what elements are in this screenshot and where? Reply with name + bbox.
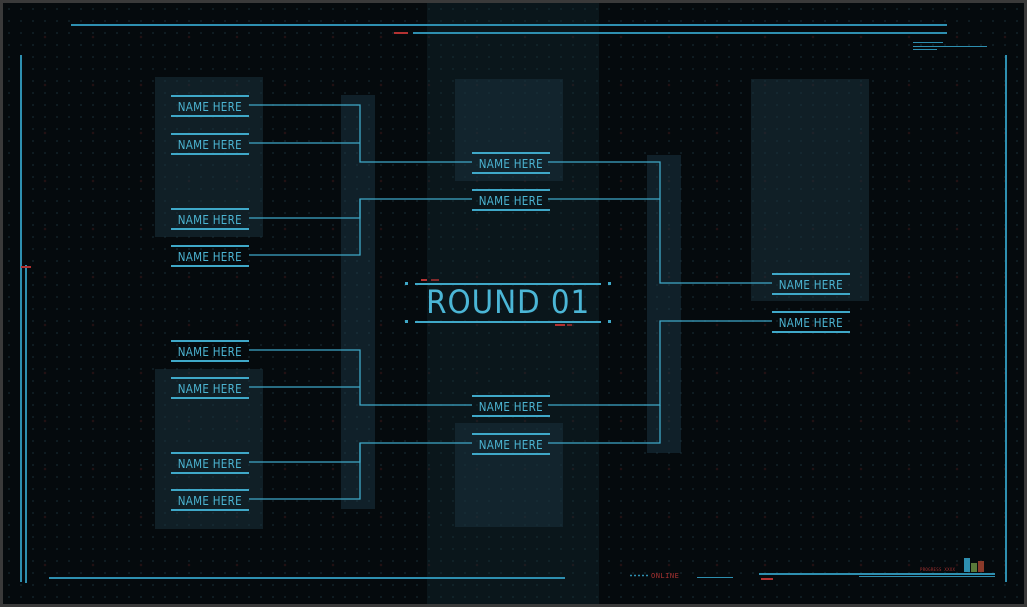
round1-slot-1[interactable]: NAME HERE	[171, 95, 249, 117]
slot-label: NAME HERE	[177, 136, 243, 152]
panel-top-left	[155, 77, 263, 237]
column-bar-right	[647, 155, 681, 453]
frame-bottom-line-right	[759, 573, 995, 575]
round1-slot-7[interactable]: NAME HERE	[171, 452, 249, 474]
frame-left-line	[20, 55, 22, 582]
frame-top-right-tick	[913, 42, 943, 43]
red-marker-bottom-right	[761, 578, 773, 580]
round-title-red-marker	[421, 279, 427, 281]
round-title-red-marker	[555, 324, 565, 326]
column-bar-left	[341, 95, 375, 509]
frame-left-line-2	[25, 265, 27, 583]
bottom-mid-line	[697, 577, 733, 578]
round3-slot-2[interactable]: NAME HERE	[772, 311, 850, 333]
round-title-block: ROUND 01	[401, 279, 615, 326]
round3-slot-1[interactable]: NAME HERE	[772, 273, 850, 295]
red-marker-top	[394, 32, 408, 34]
round2-slot-2[interactable]: NAME HERE	[472, 189, 550, 211]
round1-slot-8[interactable]: NAME HERE	[171, 489, 249, 511]
frame-top-line-2	[413, 32, 947, 34]
slot-label: NAME HERE	[177, 211, 243, 227]
round-title-dot	[405, 282, 408, 285]
round-title-red-marker	[431, 279, 439, 281]
round-title-dot	[608, 282, 611, 285]
panel-top-center	[455, 79, 563, 181]
slot-label: NAME HERE	[177, 343, 243, 359]
round-title-red-marker	[567, 324, 572, 326]
slot-label: NAME HERE	[778, 276, 844, 292]
bracket-stage: NAME HERE NAME HERE NAME HERE NAME HERE …	[3, 3, 1024, 604]
round-title-top-line	[415, 283, 601, 285]
round-title-dot	[405, 320, 408, 323]
slot-label: NAME HERE	[778, 314, 844, 330]
round-title-bottom-line	[415, 321, 601, 323]
round2-slot-3[interactable]: NAME HERE	[472, 395, 550, 417]
round2-slot-4[interactable]: NAME HERE	[472, 433, 550, 455]
panel-bottom-center	[455, 423, 563, 527]
red-marker-left	[21, 266, 31, 268]
slot-label: NAME HERE	[177, 492, 243, 508]
status-text: ONLINE	[651, 572, 679, 580]
round-title: ROUND 01	[401, 283, 615, 321]
round1-slot-2[interactable]: NAME HERE	[171, 133, 249, 155]
frame-top-right-tick-2	[913, 46, 987, 47]
round1-slot-5[interactable]: NAME HERE	[171, 340, 249, 362]
panel-right	[751, 79, 869, 301]
round-title-text: ROUND 01	[425, 283, 591, 321]
frame-top-line	[71, 24, 947, 26]
frame-bottom-line	[49, 577, 565, 579]
slot-label: NAME HERE	[177, 98, 243, 114]
frame-bottom-line-right-2	[859, 576, 995, 577]
frame-right-line	[1005, 55, 1007, 582]
round2-slot-1[interactable]: NAME HERE	[472, 152, 550, 174]
slot-label: NAME HERE	[177, 248, 243, 264]
slot-label: NAME HERE	[478, 398, 544, 414]
progress-label: PROGRESS XXXX	[920, 567, 956, 572]
bracket-connectors	[249, 104, 772, 500]
round1-slot-3[interactable]: NAME HERE	[171, 208, 249, 230]
status-dots	[629, 574, 649, 577]
mini-bar	[978, 561, 984, 572]
status-label: ONLINE	[651, 572, 680, 580]
slot-label: NAME HERE	[478, 192, 544, 208]
frame-top-right-tick-3	[913, 49, 937, 50]
round1-slot-6[interactable]: NAME HERE	[171, 377, 249, 399]
round-title-dot	[608, 320, 611, 323]
round1-slot-4[interactable]: NAME HERE	[171, 245, 249, 267]
panel-bottom-left	[155, 369, 263, 529]
slot-label: NAME HERE	[478, 155, 544, 171]
mini-bar	[971, 563, 977, 572]
slot-label: NAME HERE	[478, 436, 544, 452]
mini-bar	[964, 558, 970, 572]
slot-label: NAME HERE	[177, 455, 243, 471]
slot-label: NAME HERE	[177, 380, 243, 396]
